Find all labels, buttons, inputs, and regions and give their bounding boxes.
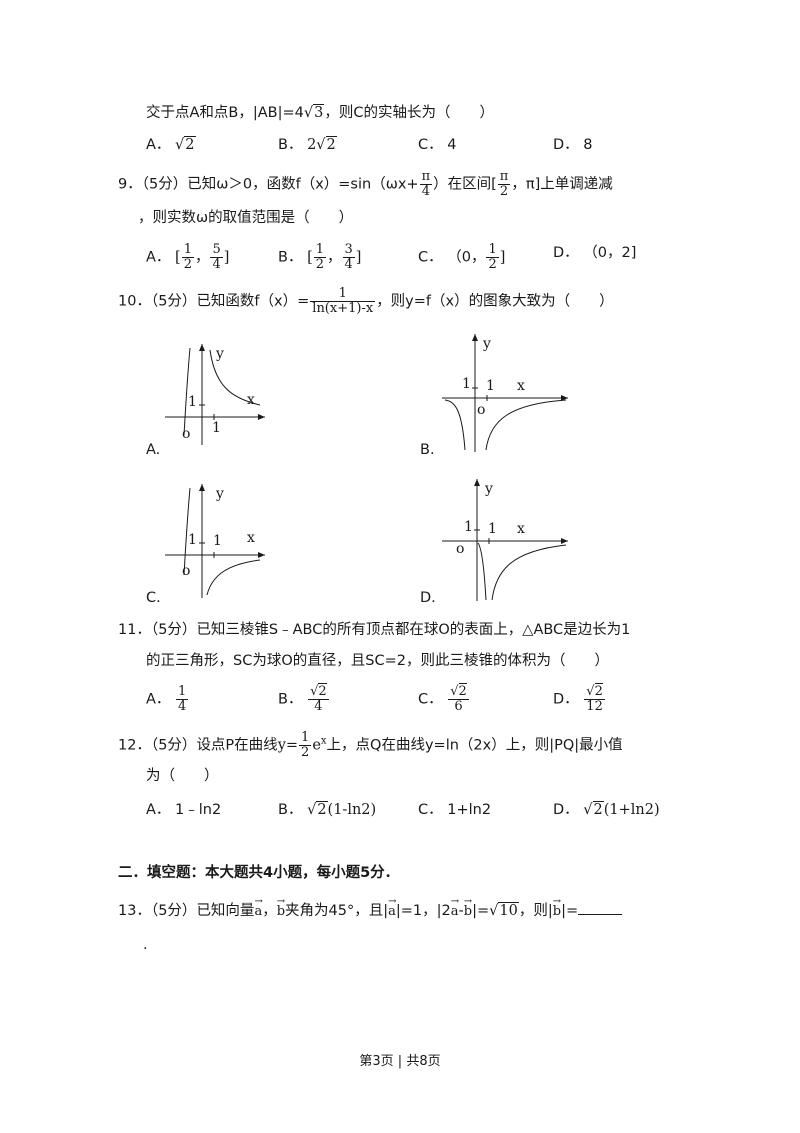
graph-option-c: y x 1 1 o [160, 480, 270, 600]
graph-option-b: y x 1 1 o [440, 330, 570, 455]
q12-option-a: A． 1﹣ln2 [146, 802, 222, 818]
q11-stem: 11．（5分）已知三棱锥S﹣ABC的所有顶点都在球O的表面上，△ABC是边长为1 [118, 622, 631, 638]
graph-label-c: C. [146, 590, 161, 606]
q12-option-c: C． 1+ln2 [418, 802, 492, 818]
graph-label-d: D. [420, 590, 436, 606]
q8-option-b: B． 2√2 [278, 136, 337, 153]
q12-option-b: B． √2(1-ln2) [278, 801, 377, 818]
q8-stem: 交于点A和点B，|AB|=4√3，则C的实轴长为（ ） [146, 104, 494, 121]
graph-option-d: y x 1 1 o [440, 475, 570, 603]
graph-option-a: y x 1 1 o [160, 340, 270, 450]
graph-label-a: A. [146, 442, 161, 458]
q8-option-a: A． √2 [146, 136, 196, 153]
q11-stem-line2: 的正三角形，SC为球O的直径，且SC=2，则此三棱锥的体积为（ ） [146, 653, 609, 669]
section-2-title: 二．填空题：本大题共4小题，每小题5分． [118, 865, 400, 881]
q13-period: . [143, 937, 148, 953]
q8-option-c: C． 4 [418, 137, 457, 153]
q12-stem-line2: 为（ ） [146, 768, 219, 784]
q12-option-d: D． √2(1+ln2) [553, 801, 660, 818]
graph-label-b: B. [420, 442, 435, 458]
q13-stem: 13．（5分）已知向量a，b夹角为45°，且|a|=1，|2a-b|=√10，则… [118, 892, 623, 922]
q9-option-d: D． （0，2] [553, 245, 637, 261]
q8-option-d: D． 8 [553, 137, 593, 153]
answer-blank [578, 900, 623, 915]
q9-stem-line2: ，则实数ω的取值范围是（ ） [138, 210, 354, 226]
page-footer: 第3页 | 共8页 [359, 1054, 441, 1069]
